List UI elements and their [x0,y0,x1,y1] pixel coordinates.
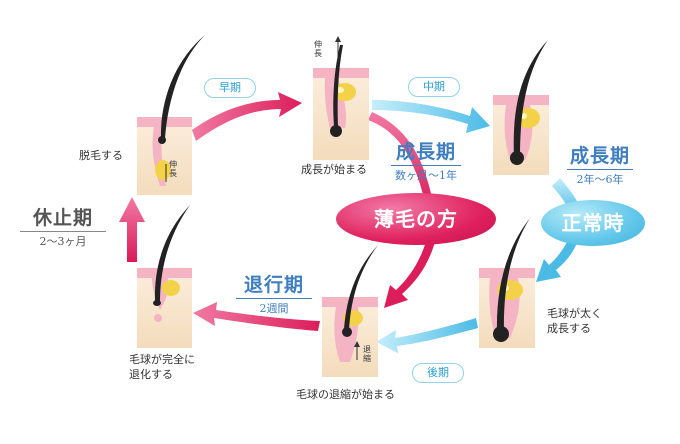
arrow-blue-normal-to-thick [536,240,578,282]
phase-rest-duration: 2〜3ヶ月 [39,235,87,248]
label-regress-line2: 退化する [129,368,173,381]
phase-growth-normal: 成長期 2年〜6年 [567,144,633,186]
phase-rest-name: 休止期 [32,207,93,229]
arrow-red-shed-to-start [192,92,302,141]
panel-thick [479,218,535,348]
bubble-normal: 正常時 [541,200,645,246]
pill-early: 早期 [204,78,256,98]
label-start: 成長が始まる [301,163,367,176]
panel-shrink [322,245,378,377]
arrow-red-shrink-to-regress [193,302,320,331]
pill-middle: 中期 [408,77,460,97]
arrow-red-regress-to-shed [119,197,145,262]
phase-growth-thin-duration: 数ヶ月〜1年 [395,169,457,182]
phase-growth-thin-rule [391,165,461,166]
tag-shrink: 退縮 [363,345,371,363]
bubble-thin-hair: 薄毛の方 [336,193,496,245]
phase-regression-duration: 2週間 [259,302,289,315]
phase-growth-normal-name: 成長期 [569,145,630,167]
phase-regression-name: 退行期 [243,274,304,296]
label-shed: 脱毛する [79,149,123,162]
phase-rest-rule [20,231,106,232]
label-regress-line1: 毛球が完全に [129,353,195,366]
phase-growth-thin: 成長期 数ヶ月〜1年 [391,140,461,182]
label-thick-line1: 毛球が太く [547,307,602,320]
label-thick-line2: 成長する [547,322,591,335]
panel-growth [493,40,549,175]
phase-regression: 退行期 2週間 [236,273,312,315]
panel-start [313,36,369,160]
label-shrink: 毛球の退縮が始まる [296,388,395,401]
arrow-red-thin-to-shrink [384,238,436,308]
arrow-blue-thick-to-shrink [376,318,478,353]
panel-shed [137,35,205,195]
tag-shed-grow: 伸長 [169,160,177,178]
panel-regress [137,205,192,348]
tag-start-grow: 伸長 [314,40,322,58]
phase-regression-rule [236,298,312,299]
pill-late: 後期 [412,363,464,383]
phase-growth-normal-rule [567,169,633,170]
phase-rest: 休止期 2〜3ヶ月 [20,206,106,248]
phase-growth-normal-duration: 2年〜6年 [576,173,624,186]
phase-growth-thin-name: 成長期 [395,141,456,163]
arrow-blue-start-to-thick [372,100,490,133]
